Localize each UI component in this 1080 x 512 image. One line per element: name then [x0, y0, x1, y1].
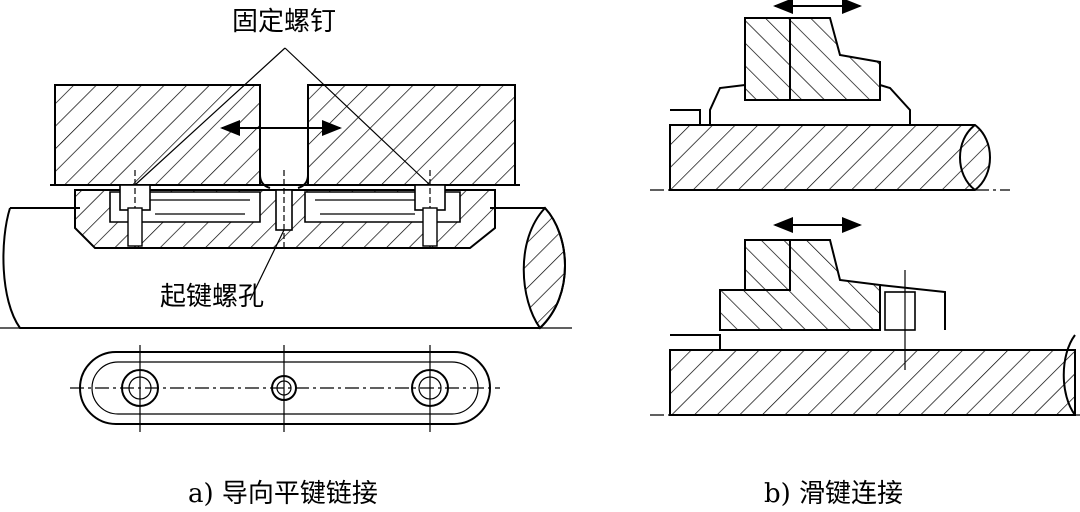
- caption-b: b) 滑键连接: [764, 479, 903, 509]
- shaft-a-end-section: [522, 206, 566, 330]
- shaft-b-lower: [669, 349, 1076, 416]
- hub-left: [54, 84, 261, 186]
- panel-a-guide-key: 固定螺钉 起键螺孔 a) 导向平键链接: [0, 7, 572, 509]
- leader-fixing-screw: [134, 47, 286, 186]
- leader-jack-screw-hole: [249, 229, 285, 301]
- caption-a: a) 导向平键链接: [188, 479, 378, 509]
- label-jack-screw-hole: 起键螺孔: [160, 282, 264, 312]
- panel-b-sliding-key: b) 滑键连接: [650, 0, 1080, 509]
- shaft-b-upper: [669, 124, 991, 191]
- label-fixing-screw: 固定螺钉: [232, 7, 336, 37]
- hub-b-lower: [719, 239, 881, 331]
- hub-b-upper: [744, 17, 881, 101]
- sliding-key-section: [884, 291, 916, 331]
- hub-right: [307, 84, 516, 186]
